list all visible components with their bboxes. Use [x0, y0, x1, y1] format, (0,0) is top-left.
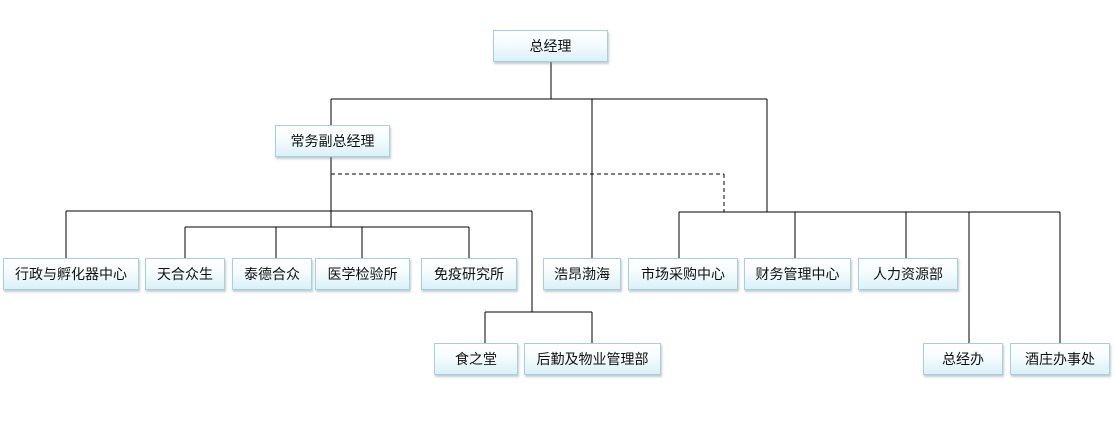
node-immunology-institute: 免疫研究所 — [421, 258, 517, 290]
node-general-manager: 总经理 — [493, 30, 608, 62]
node-tianhe-zhongsheng: 天合众生 — [145, 258, 225, 290]
node-executive-deputy-gm: 常务副总经理 — [275, 125, 390, 157]
node-hr-department: 人力资源部 — [858, 258, 958, 290]
node-logistics-property-dept: 后勤及物业管理部 — [524, 343, 661, 375]
node-canteen: 食之堂 — [434, 343, 518, 375]
node-winery-office: 酒庄办事处 — [1010, 343, 1110, 375]
node-market-procurement-center: 市场采购中心 — [628, 258, 738, 290]
node-finance-management-center: 财务管理中心 — [744, 258, 851, 290]
node-taide-hezhong: 泰德合众 — [232, 258, 312, 290]
node-haoang-bohai: 浩昂渤海 — [543, 258, 621, 290]
node-admin-incubator-center: 行政与孵化器中心 — [3, 258, 139, 290]
node-medical-testing-lab: 医学检验所 — [315, 258, 410, 290]
node-gm-office: 总经办 — [923, 343, 1003, 375]
